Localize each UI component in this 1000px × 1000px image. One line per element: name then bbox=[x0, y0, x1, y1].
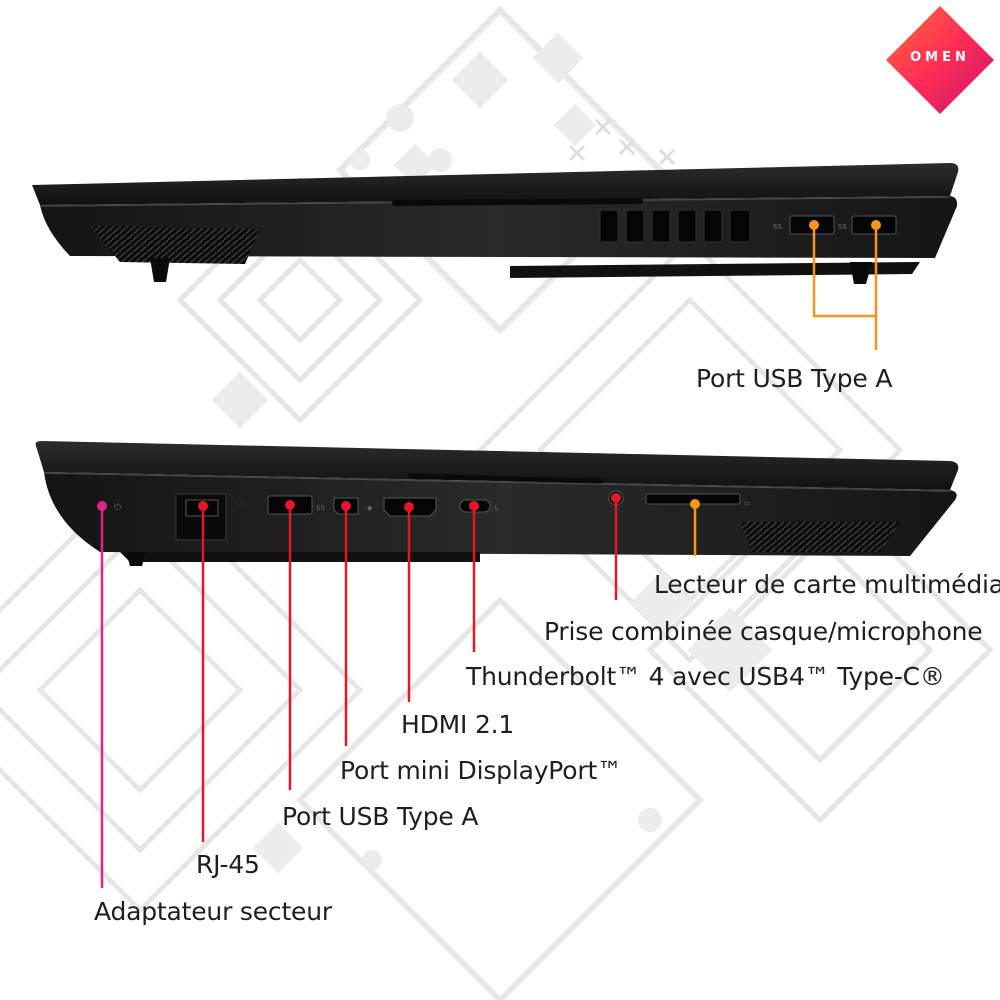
svg-text:⋱⋱: ⋱⋱ bbox=[233, 499, 247, 507]
label-hdmi: HDMI 2.1 bbox=[401, 710, 515, 739]
svg-text:⏻: ⏻ bbox=[114, 502, 121, 513]
omen-logo: OMEN bbox=[884, 4, 996, 116]
label-power: Adaptateur secteur bbox=[94, 897, 332, 926]
background-crosses bbox=[568, 118, 676, 166]
label-card-reader: Lecteur de carte multimédia bbox=[654, 570, 1000, 599]
callout-lines-left bbox=[97, 493, 700, 888]
svg-text:SS: SS bbox=[773, 223, 782, 231]
laptop-left-side: ⏻ ⋱⋱ SS ◆ ϟ ▭ bbox=[35, 441, 959, 566]
callout-usb-a-right bbox=[809, 220, 881, 350]
label-usb-a-right: Port USB Type A bbox=[696, 364, 893, 393]
label-thunderbolt: Thunderbolt™ 4 avec USB4™ Type-C® bbox=[466, 662, 945, 691]
svg-text:▭: ▭ bbox=[744, 499, 751, 507]
laptop-right-side: SS SS bbox=[32, 163, 959, 284]
svg-text:◆: ◆ bbox=[367, 504, 373, 512]
svg-text:SS: SS bbox=[838, 223, 847, 231]
svg-text:ϟ: ϟ bbox=[494, 505, 499, 513]
label-mini-dp: Port mini DisplayPort™ bbox=[340, 756, 622, 785]
logo-text: OMEN bbox=[910, 50, 970, 65]
label-usb-a-left: Port USB Type A bbox=[282, 802, 479, 831]
label-rj45: RJ-45 bbox=[196, 850, 260, 879]
svg-text:SS: SS bbox=[316, 504, 325, 512]
label-combo-jack: Prise combinée casque/microphone bbox=[544, 617, 983, 646]
logo-diamond-icon bbox=[886, 6, 994, 114]
